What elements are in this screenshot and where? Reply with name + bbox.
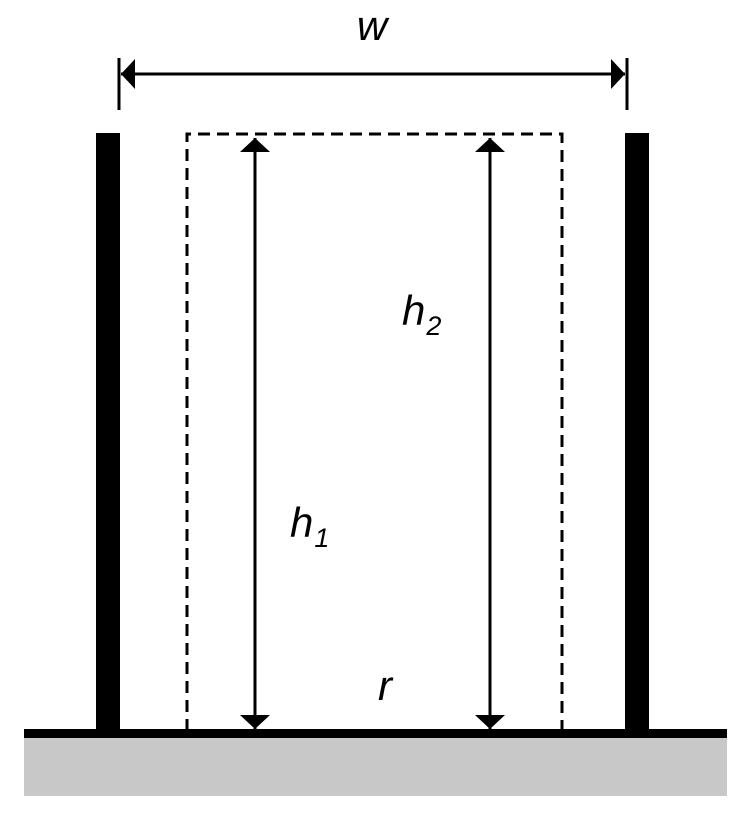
r-label: r (378, 662, 394, 709)
dashed-region-outline (185, 132, 564, 731)
left-wall (96, 133, 120, 731)
h1-label: h1 (290, 499, 329, 553)
ground-line (24, 729, 727, 738)
ground-fill (24, 736, 727, 796)
width-label: w (357, 2, 390, 49)
h2-label: h2 (402, 287, 441, 341)
right-wall (625, 133, 649, 731)
